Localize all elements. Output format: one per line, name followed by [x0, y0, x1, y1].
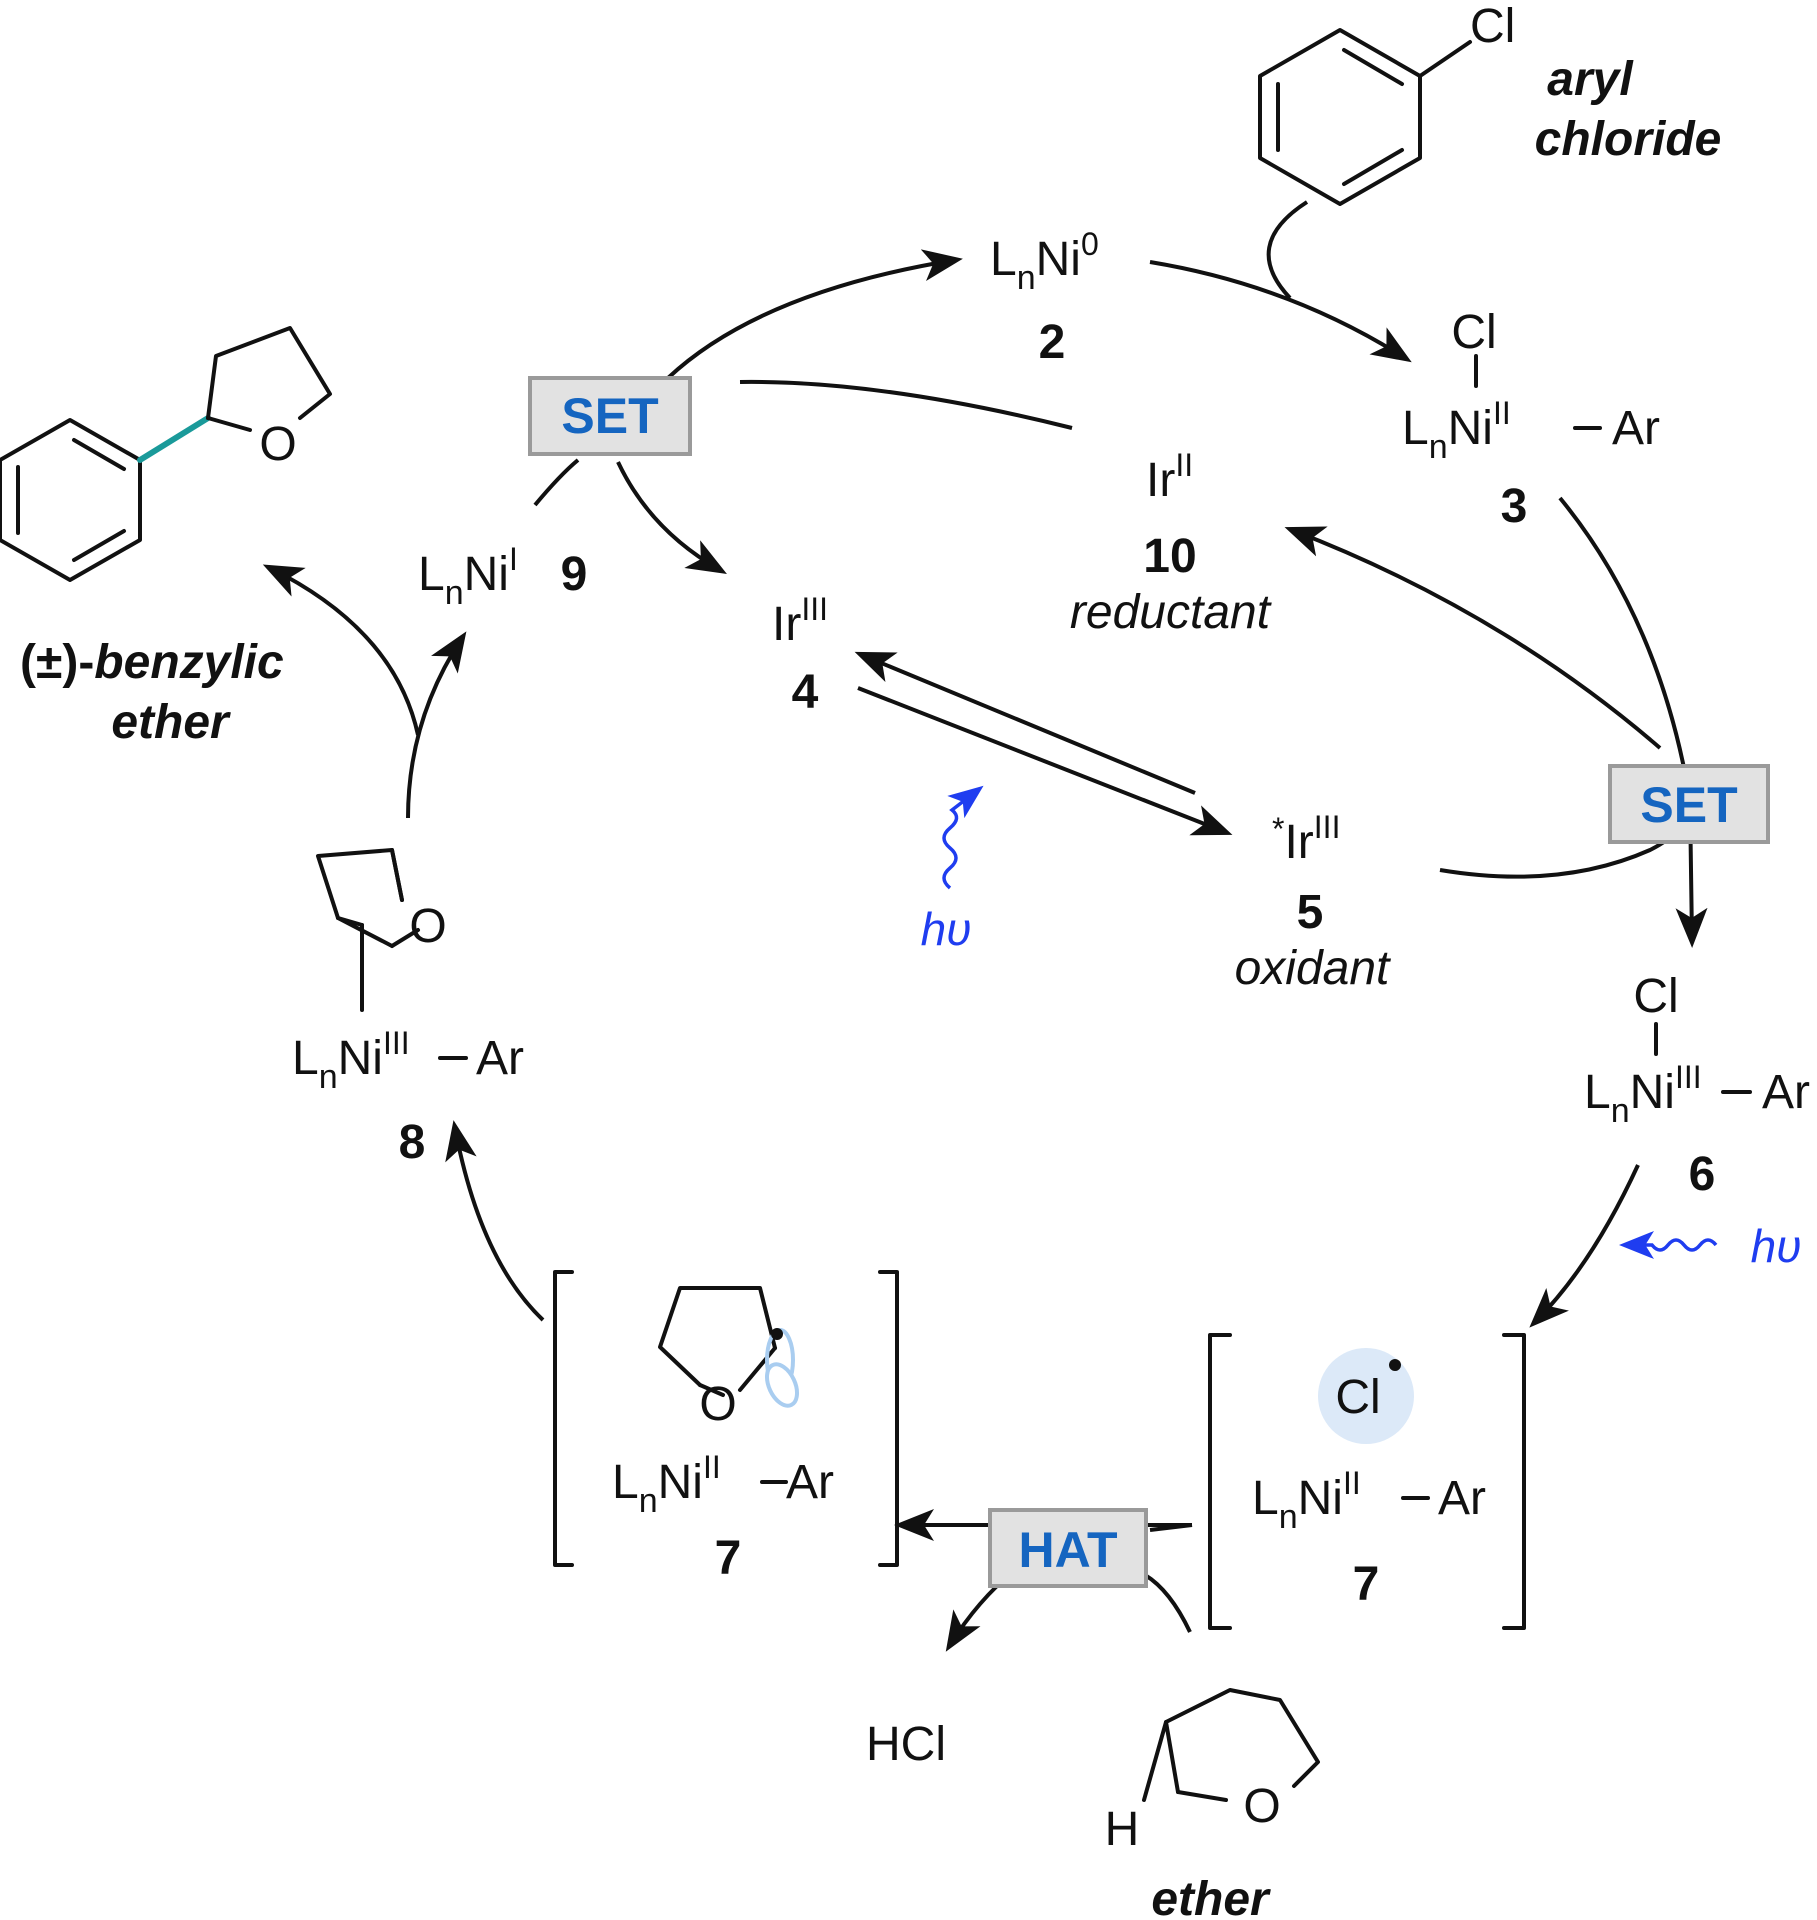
hat-label: HAT: [1018, 1522, 1117, 1578]
arrow-set-to-ni0: [666, 249, 963, 380]
ni9-formula: LnNiI: [418, 541, 518, 612]
set-box-right: SET: [1608, 764, 1770, 844]
irII-role: reductant: [1070, 586, 1272, 639]
ni8-number: 8: [399, 1116, 426, 1169]
aryl-chloride-cl: Cl: [1470, 0, 1515, 53]
ether-o: O: [1243, 1780, 1280, 1833]
arrow-8-to-9: [406, 631, 467, 819]
irstar-number: 5: [1297, 886, 1324, 939]
product-label-1: (±)-benzylic: [20, 636, 284, 689]
tetrahydrofuran-ring-icon: [1142, 1688, 1320, 1802]
arrow-7-to-8: [445, 1120, 545, 1322]
species-8: O LnNiIII Ar 8: [292, 848, 524, 1169]
pair-right-formula: LnNiII: [1252, 1465, 1361, 1536]
arrow-6-to-7: [1529, 1164, 1640, 1328]
pair-left-number: 7: [715, 1532, 742, 1585]
ether-h: H: [1105, 1803, 1140, 1856]
irstar-role: oxidant: [1235, 942, 1391, 995]
irIII-number: 4: [792, 666, 819, 719]
species-irII: IrII 10 reductant: [1070, 447, 1272, 639]
species-irstar: *IrIII 5 oxidant: [1235, 809, 1391, 995]
line-hat-to-pair: [1149, 1523, 1193, 1532]
hv-right: hυ: [1751, 1220, 1802, 1272]
arrow-set-to-irIII: [616, 461, 727, 574]
ni3-formula: LnNiII: [1402, 395, 1511, 466]
ni6-number: 6: [1689, 1148, 1716, 1201]
pair-left-formula: LnNiII: [612, 1449, 721, 1520]
product-o: O: [259, 418, 296, 471]
line-niI-to-set: [533, 458, 580, 507]
ni0-formula: LnNi0: [990, 226, 1099, 297]
arrow-4-to-5: [857, 686, 1233, 836]
aryl-chloride-label-1: aryl: [1547, 53, 1634, 106]
species-3: Cl LnNiII Ar 3: [1402, 306, 1660, 533]
ni8-ar: Ar: [476, 1032, 524, 1085]
p-orbital-icon: [764, 1328, 800, 1408]
hv-center: hυ: [921, 903, 972, 955]
light-right: hυ: [1619, 1220, 1802, 1272]
set-right-label: SET: [1640, 777, 1737, 833]
irstar-formula: *IrIII: [1272, 809, 1340, 869]
irII-number: 10: [1143, 530, 1196, 583]
pair-left-ar: Ar: [786, 1456, 834, 1509]
hat-box: HAT: [988, 1508, 1148, 1588]
product-label-2: ether: [111, 696, 231, 749]
set-left-label: SET: [561, 388, 658, 444]
hcl-byproduct: HCl: [866, 1718, 946, 1771]
ni6-cl: Cl: [1633, 970, 1678, 1023]
product-benzylic-ether: O (±)-benzylic ether: [0, 326, 332, 749]
set-box-left: SET: [528, 376, 692, 456]
species-9: LnNiI 9: [418, 541, 587, 612]
arrow-ni0-to-3: [1149, 260, 1412, 363]
ni0-number: 2: [1039, 316, 1066, 369]
pair-right-cl: Cl: [1335, 1371, 1380, 1424]
new-bond: [137, 415, 211, 463]
arrow-set-to-irII: [1284, 526, 1662, 750]
ni3-ar: Ar: [1612, 402, 1660, 455]
irII-formula: IrII: [1146, 447, 1193, 507]
ether-label: ether: [1151, 1873, 1271, 1920]
tetrahydrofuran-ring-icon: [206, 326, 332, 432]
arrow-arylchloride-entry: [1266, 200, 1309, 300]
species-ni0: LnNi0 2: [990, 226, 1099, 369]
arrow-5-to-4: [854, 651, 1196, 795]
wavy-light-arrow-icon: [1619, 1231, 1718, 1259]
ether-reactant: H O ether: [1105, 1688, 1320, 1920]
aryl-chloride: Cl aryl chloride: [1258, 0, 1722, 206]
ni9-number: 9: [561, 548, 588, 601]
radical-pair-right: Cl LnNiII Ar 7: [1208, 1333, 1526, 1630]
ni3-number: 3: [1501, 480, 1528, 533]
ni6-ar: Ar: [1762, 1066, 1810, 1119]
radical-dot-icon: [1389, 1359, 1401, 1371]
arrow-8-to-product: [262, 564, 420, 736]
line-ether-to-hat: [1143, 1573, 1192, 1633]
light-center: hυ: [921, 785, 984, 955]
irIII-formula: IrIII: [772, 591, 828, 651]
species-6: Cl LnNiIII Ar 6: [1584, 970, 1810, 1201]
tetrahydrofuran-ring-icon: [316, 848, 420, 1012]
ni8-formula: LnNiIII: [292, 1025, 410, 1096]
benzene-ring-icon: [1258, 28, 1472, 206]
pair-right-ar: Ar: [1438, 1472, 1486, 1525]
ni8-o: O: [409, 900, 446, 953]
ni6-formula: LnNiIII: [1584, 1059, 1702, 1130]
pair-left-o: O: [699, 1378, 736, 1431]
benzene-ring-icon: [0, 418, 142, 582]
pair-right-number: 7: [1353, 1558, 1380, 1611]
aryl-chloride-label-2: chloride: [1535, 113, 1722, 166]
line-irII-to-set: [739, 379, 1073, 430]
wavy-light-arrow-icon: [942, 785, 984, 890]
species-irIII: IrIII 4: [772, 591, 828, 719]
radical-pair-left: O LnNiII Ar 7: [553, 1270, 899, 1585]
ni3-cl: Cl: [1451, 306, 1496, 359]
radical-dot-icon: [771, 1328, 783, 1340]
